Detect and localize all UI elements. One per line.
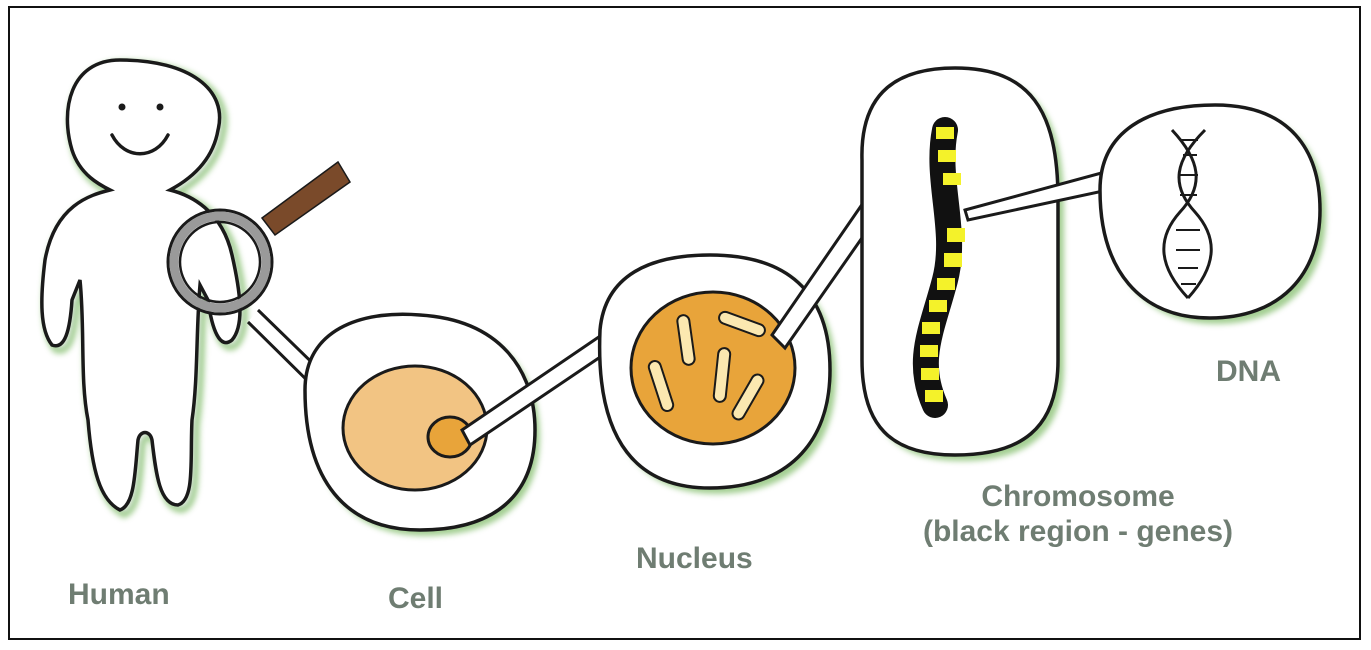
dna-helix-icon [1100, 105, 1326, 324]
label-chromosome: Chromosome (black region - genes) [878, 480, 1278, 549]
label-cell: Cell [388, 582, 443, 617]
label-human: Human [68, 578, 170, 613]
nucleus-icon [600, 255, 836, 494]
human-figure [42, 60, 244, 514]
label-chromosome-line2: (black region - genes) [878, 515, 1278, 550]
cell-icon [305, 314, 540, 536]
label-dna: DNA [1216, 355, 1281, 390]
chromosome-icon [862, 68, 1064, 461]
label-nucleus: Nucleus [636, 542, 753, 577]
label-chromosome-line1: Chromosome [878, 480, 1278, 515]
